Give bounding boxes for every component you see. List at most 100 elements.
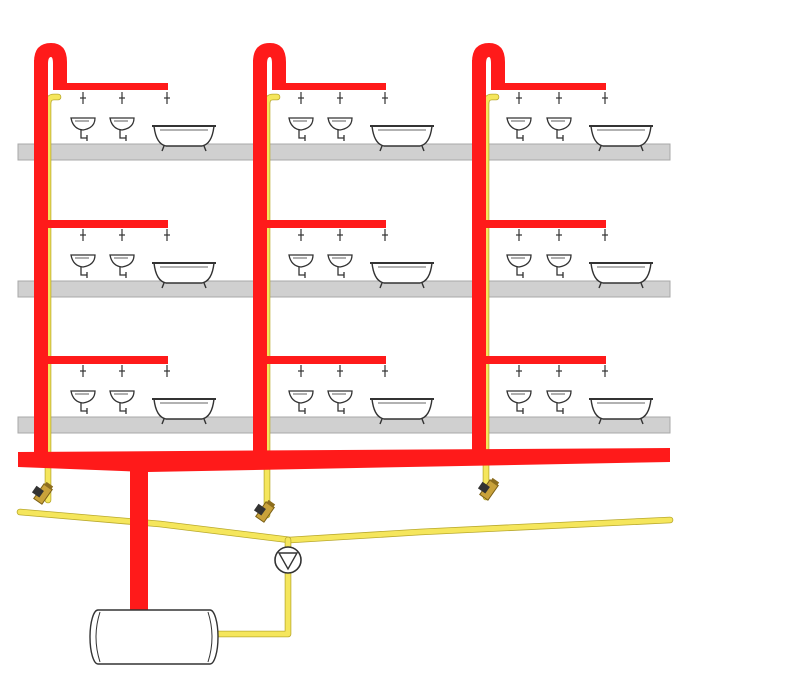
sink-basin — [70, 390, 96, 404]
bathtub-feet — [379, 145, 425, 152]
sink-icon — [109, 390, 135, 414]
bathtub-body — [153, 398, 215, 420]
hot-riser-gooseneck — [253, 43, 286, 90]
bathtub-body — [153, 262, 215, 284]
floor-slab — [17, 280, 671, 298]
sink-icon — [70, 117, 96, 141]
hot-branch — [265, 356, 386, 364]
hot-branch — [46, 220, 168, 228]
sink-icon — [109, 254, 135, 278]
sink-basin — [288, 390, 314, 404]
sink-basin — [546, 117, 572, 131]
floor-slab — [17, 416, 671, 434]
sink-icon — [109, 117, 135, 141]
sink-icon — [546, 254, 572, 278]
valve-cap — [266, 499, 276, 508]
bathtub-feet — [379, 282, 425, 289]
balancing-valves — [31, 477, 500, 523]
bathtub-icon — [370, 262, 434, 289]
sink-icon — [70, 254, 96, 278]
sink-icon — [546, 390, 572, 414]
bathtub-feet — [598, 418, 644, 425]
sink-basin — [109, 390, 135, 404]
hot-branch — [484, 356, 606, 364]
sink-trap — [556, 130, 564, 141]
sink-icon — [288, 390, 314, 414]
bathtub-feet — [598, 145, 644, 152]
sink-trap — [119, 403, 127, 414]
sink-basin — [546, 254, 572, 268]
bathtub-feet — [379, 418, 425, 425]
bathtub-feet — [598, 282, 644, 289]
bathtub-feet — [161, 145, 207, 152]
sink-icon — [70, 390, 96, 414]
sink-icon — [327, 390, 353, 414]
sink-trap — [119, 130, 127, 141]
sink-trap — [80, 130, 88, 141]
sink-icon — [506, 117, 532, 141]
bathtub-icon — [589, 125, 653, 152]
bathtub-body — [590, 398, 652, 420]
sink-trap — [337, 403, 345, 414]
tank-body — [89, 609, 219, 665]
storage-tank — [89, 609, 219, 665]
bathtub-body — [371, 398, 433, 420]
pump-triangle — [277, 552, 299, 571]
balancing-valve-icon — [253, 499, 276, 523]
bathtub-icon — [152, 125, 216, 152]
sink-trap — [516, 403, 524, 414]
bathtub-body — [590, 125, 652, 147]
sink-basin — [288, 117, 314, 131]
sink-trap — [556, 403, 564, 414]
hot-tank-feed — [130, 466, 148, 612]
balancing-valve-icon — [477, 477, 500, 501]
valve-handle — [477, 481, 490, 494]
bathtub-body — [590, 262, 652, 284]
sink-trap — [516, 130, 524, 141]
bathtub-body — [371, 262, 433, 284]
sink-basin — [506, 117, 532, 131]
sink-trap — [80, 267, 88, 278]
circulation-pump-icon — [274, 546, 302, 574]
hot-branch — [53, 83, 168, 90]
hot-branch — [46, 356, 168, 364]
sink-trap — [298, 267, 306, 278]
sink-trap — [80, 403, 88, 414]
recirculation-riser — [45, 94, 61, 503]
sink-icon — [506, 390, 532, 414]
valve-cap — [490, 477, 500, 486]
sink-icon — [288, 254, 314, 278]
sink-basin — [327, 390, 353, 404]
tank-end-left — [95, 611, 101, 663]
sink-basin — [327, 117, 353, 131]
sink-icon — [506, 254, 532, 278]
bathtub-body — [371, 125, 433, 147]
valve-handle — [31, 485, 44, 498]
bathtub-icon — [370, 398, 434, 425]
hot-water-lines — [18, 43, 670, 612]
hot-riser — [34, 60, 48, 455]
valve-handle — [253, 503, 266, 516]
valve-cap — [44, 481, 54, 490]
sink-basin — [546, 390, 572, 404]
recirculation-main — [17, 509, 673, 543]
sink-basin — [288, 254, 314, 268]
bathtub-icon — [370, 125, 434, 152]
sink-trap — [516, 267, 524, 278]
sink-icon — [546, 117, 572, 141]
bathtub-feet — [161, 282, 207, 289]
balancing-valve-icon — [31, 481, 54, 505]
hot-riser — [253, 60, 267, 455]
bathtub-icon — [152, 262, 216, 289]
sink-basin — [327, 254, 353, 268]
sink-basin — [70, 254, 96, 268]
sink-basin — [109, 254, 135, 268]
bathtub-icon — [152, 398, 216, 425]
sink-basin — [109, 117, 135, 131]
floor-slab — [17, 143, 671, 161]
hot-branch — [484, 220, 606, 228]
hot-branch — [265, 220, 386, 228]
hot-riser-gooseneck — [34, 43, 67, 90]
